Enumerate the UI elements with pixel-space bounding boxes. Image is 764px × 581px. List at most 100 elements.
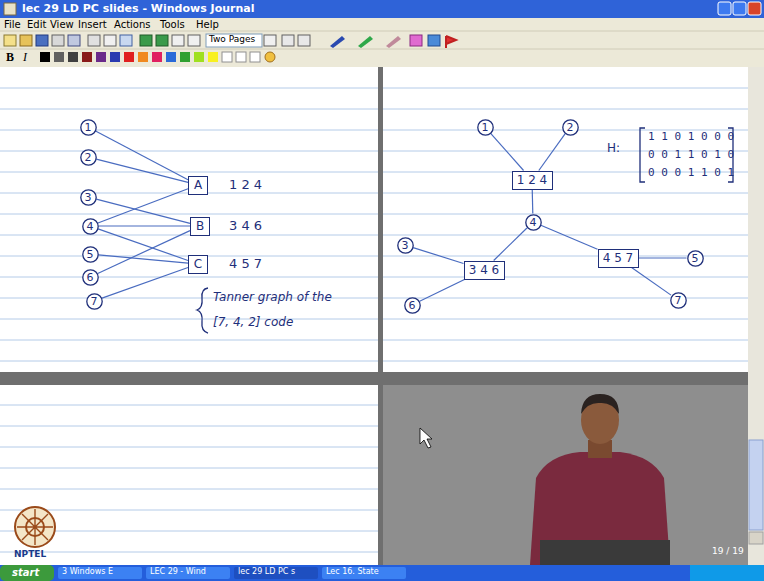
toolbar-icon bbox=[188, 35, 200, 46]
color-swatch bbox=[194, 52, 204, 62]
flag-icon bbox=[446, 36, 456, 48]
page-background bbox=[0, 67, 748, 565]
pen-icon bbox=[330, 36, 345, 48]
circle-outline bbox=[404, 297, 419, 312]
color-swatch bbox=[40, 52, 50, 62]
color-swatch bbox=[68, 52, 78, 62]
color-picker bbox=[265, 52, 275, 62]
graph-edge bbox=[494, 228, 527, 261]
page-rule bbox=[383, 340, 748, 341]
mouse-cursor bbox=[420, 428, 432, 448]
toolbar-icon bbox=[282, 35, 294, 46]
circle-outline bbox=[86, 293, 101, 308]
page-rule bbox=[0, 361, 378, 362]
toolbar-icon bbox=[172, 35, 184, 46]
laptop bbox=[540, 540, 670, 565]
text-label: [7, 4, 2] code bbox=[213, 316, 293, 329]
color-swatch bbox=[96, 52, 106, 62]
page-rule bbox=[383, 193, 748, 194]
task-button bbox=[234, 567, 318, 579]
zoom-dropdown bbox=[206, 34, 262, 47]
node-label: 3 bbox=[85, 192, 92, 203]
color-swatch bbox=[250, 52, 260, 62]
circle-outline bbox=[525, 214, 540, 229]
graph-edge bbox=[98, 255, 188, 263]
variable-node-circle: 5 bbox=[687, 250, 704, 267]
variable-node-circle: 1 bbox=[477, 119, 494, 136]
page-rule bbox=[0, 510, 378, 511]
graph-edge bbox=[96, 199, 190, 223]
variable-node-circle: 4 bbox=[82, 218, 99, 235]
circle-outline bbox=[562, 119, 577, 134]
toolbar-icon bbox=[410, 35, 422, 46]
toolbar-icon bbox=[68, 35, 80, 46]
note-page bbox=[0, 385, 378, 565]
text-label: NPTEL bbox=[14, 550, 46, 560]
node-label: 5 bbox=[87, 249, 94, 260]
node-label: 7 bbox=[675, 295, 682, 306]
matrix-bracket bbox=[640, 128, 645, 182]
text-label: 4 5 7 bbox=[229, 257, 262, 271]
logo-spokes bbox=[17, 509, 53, 545]
node-label: 1 bbox=[85, 122, 92, 133]
graph-edge bbox=[413, 248, 463, 264]
check-node-box: 4 5 7 bbox=[598, 249, 639, 268]
toolbar-icon bbox=[20, 35, 32, 46]
page-rule bbox=[0, 468, 378, 469]
text-label: Actions bbox=[114, 19, 151, 30]
toolbar-icon bbox=[428, 35, 440, 46]
task-button bbox=[322, 567, 406, 579]
node-label: 4 5 7 bbox=[603, 252, 634, 264]
node-label: 2 bbox=[567, 122, 574, 133]
system-tray bbox=[690, 565, 764, 581]
scroll-arrow bbox=[749, 532, 763, 544]
toolbar-divider bbox=[0, 49, 764, 50]
text-label: 3 4 6 bbox=[229, 219, 262, 233]
graph-edge bbox=[98, 189, 188, 223]
logo-ring bbox=[15, 507, 55, 547]
node-label: 3 bbox=[402, 240, 409, 251]
text-label: H: bbox=[607, 142, 620, 155]
node-label: 6 bbox=[409, 300, 416, 311]
text-label: Help bbox=[196, 19, 219, 30]
toolbar-icon bbox=[104, 35, 116, 46]
text-label: 3 Windows E bbox=[62, 568, 113, 577]
hair bbox=[581, 394, 619, 414]
page-rule bbox=[0, 340, 378, 341]
page-rule bbox=[0, 172, 378, 173]
variable-node-circle: 1 bbox=[80, 119, 97, 136]
check-node-box: 3 4 6 bbox=[464, 261, 505, 280]
page-rule bbox=[383, 319, 748, 320]
text-label: 0 0 0 1 1 0 1 bbox=[648, 167, 734, 179]
text-label: lec 29 LD PC s bbox=[238, 568, 295, 577]
page-rule bbox=[0, 552, 378, 553]
node-label: A bbox=[194, 179, 202, 191]
taskbar bbox=[0, 565, 764, 581]
graph-edge bbox=[541, 225, 598, 249]
toolbar-icon bbox=[298, 35, 310, 46]
color-swatch bbox=[180, 52, 190, 62]
graph-edge bbox=[420, 280, 465, 302]
text-label: lec 29 LD PC slides - Windows Journal bbox=[22, 3, 254, 15]
text-label: start bbox=[12, 567, 39, 578]
task-button bbox=[58, 567, 142, 579]
close-button bbox=[748, 2, 761, 15]
video-panel bbox=[383, 385, 748, 565]
check-node-box: A bbox=[188, 176, 208, 195]
color-swatch bbox=[208, 52, 218, 62]
page-rule bbox=[383, 361, 748, 362]
node-label: 4 bbox=[87, 221, 94, 232]
toolbar-area bbox=[0, 18, 764, 67]
graph-edge bbox=[539, 134, 565, 171]
page-rule bbox=[0, 531, 378, 532]
page-rule bbox=[0, 319, 378, 320]
app-icon bbox=[4, 3, 16, 15]
toolbar-icon bbox=[120, 35, 132, 46]
text-label: Two Pages bbox=[209, 35, 255, 45]
circle-outline bbox=[82, 269, 97, 284]
text-label: Edit bbox=[27, 19, 46, 30]
scrollbar-thumb bbox=[749, 440, 763, 530]
circle-outline bbox=[80, 119, 95, 134]
